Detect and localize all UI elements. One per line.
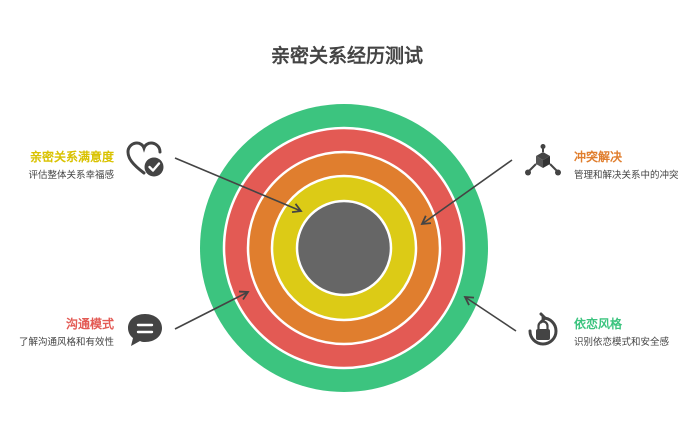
label-conflict-title: 冲突解决: [574, 150, 623, 164]
arrow-attachment: [463, 295, 517, 332]
label-conflict-subtitle: 管理和解决关系中的冲突: [574, 170, 679, 181]
label-communication-title: 沟通模式: [65, 317, 114, 331]
network-cube-icon: [525, 144, 561, 176]
label-attachment: 依恋风格 识别依恋模式和安全感: [574, 317, 669, 349]
arrow-communication: [174, 290, 250, 330]
arrow-conflict: [420, 159, 513, 226]
padlock-refresh-icon: [528, 312, 558, 346]
label-satisfaction: 亲密关系满意度 评估整体关系幸福感: [28, 150, 114, 182]
page-title: 亲密关系经历测试: [270, 45, 423, 67]
arrow-satisfaction: [174, 157, 303, 213]
label-conflict: 冲突解决 管理和解决关系中的冲突: [574, 150, 679, 182]
ring-core: [295, 199, 393, 297]
label-communication: 沟通模式 了解沟通风格和有效性: [19, 317, 114, 349]
label-communication-subtitle: 了解沟通风格和有效性: [18, 337, 114, 348]
label-attachment-title: 依恋风格: [574, 317, 623, 331]
heart-check-icon: [126, 141, 164, 177]
label-satisfaction-title: 亲密关系满意度: [29, 150, 114, 164]
label-satisfaction-subtitle: 评估整体关系幸福感: [28, 170, 114, 181]
speech-bubble-icon: [128, 314, 162, 346]
label-attachment-subtitle: 识别依恋模式和安全感: [574, 337, 670, 348]
